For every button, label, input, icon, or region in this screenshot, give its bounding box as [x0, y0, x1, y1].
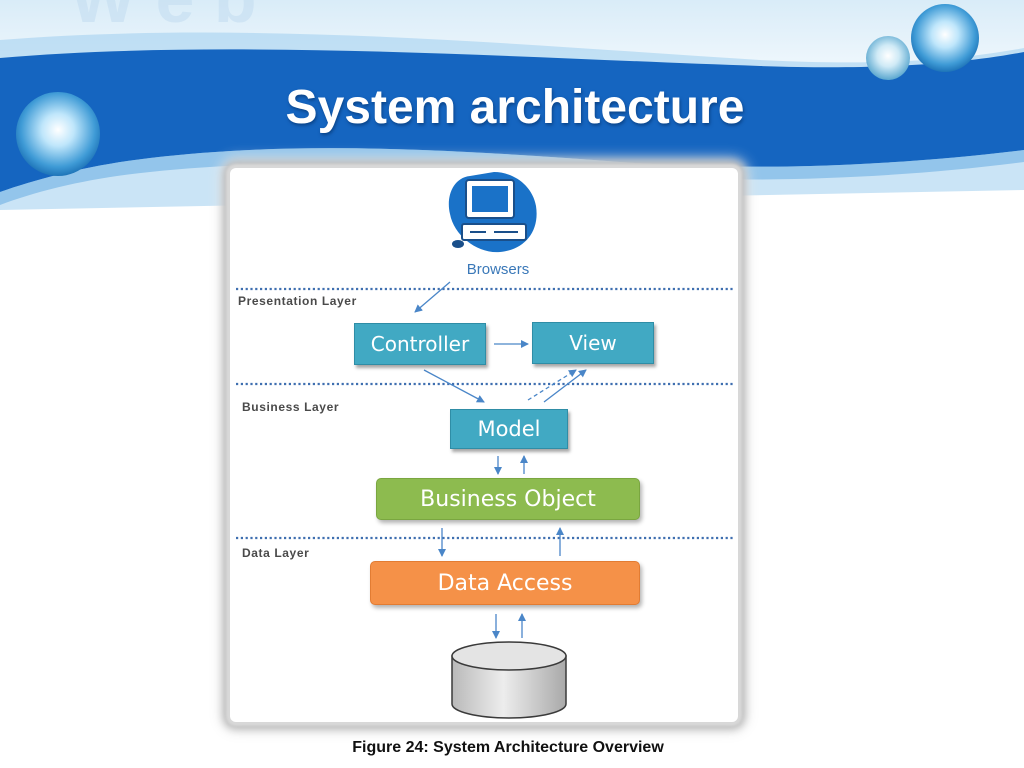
business-object-node: Business Object — [376, 478, 640, 520]
controller-node: Controller — [354, 323, 486, 365]
data-access-node: Data Access — [370, 561, 640, 605]
header-watermark-text: W e b — [70, 0, 257, 37]
header-banner: W e b — [0, 0, 1024, 210]
browsers-label: Browsers — [466, 261, 530, 278]
bubble-right-small — [866, 36, 910, 80]
view-node: View — [532, 322, 654, 364]
header-band-highlight — [0, 148, 1024, 205]
arrow-controller-to-model — [423, 369, 485, 403]
database-icon — [451, 641, 567, 719]
arrow-model-to-view-dashed — [527, 369, 577, 401]
figure-caption: Figure 24: System Architecture Overview — [352, 739, 664, 756]
bubble-right-large — [911, 4, 979, 72]
presentation-layer-label: Presentation Layer — [238, 294, 357, 308]
slide-title: System architecture — [285, 81, 745, 134]
arrow-browsers-to-controller — [414, 281, 451, 313]
computer-icon — [448, 172, 537, 253]
data-layer-label: Data Layer — [242, 546, 310, 560]
bubble-left — [16, 92, 100, 176]
model-node: Model — [450, 409, 568, 449]
header-band — [0, 49, 1024, 192]
business-layer-label: Business Layer — [242, 400, 340, 414]
arrow-model-to-view — [543, 369, 587, 403]
